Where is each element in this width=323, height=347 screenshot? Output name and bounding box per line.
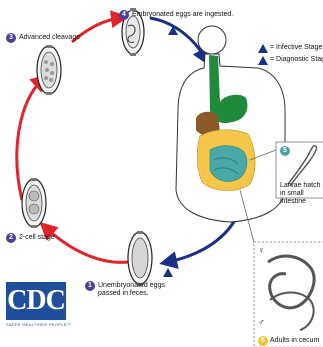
diagnostic-stage-marker [163,268,173,277]
egg-unembryonated [128,231,152,286]
stage-badge-6: 6 [258,336,268,346]
stage-label-1: Unembryonated eggs passed in feces. [98,282,168,298]
stage-label-3: Advanced cleavage [19,34,80,42]
arrow-4-to-host [150,18,205,58]
cdc-tagline: SAFER·HEALTHIER·PEOPLE™ [6,322,66,327]
adults-inset [254,242,323,347]
male-symbol: ♂ [258,318,265,326]
stage-label-5: Larvae hatch in small intestine [280,182,323,206]
cdc-logo: CDC SAFER·HEALTHIER·PEOPLE™ [6,282,66,330]
arrow-1-to-2 [46,228,128,262]
legend-diagnostic-label: = Diagnostic Stage [270,56,323,64]
stage-badge-5: 5 [280,146,290,156]
stage-label-2: 2-cell stage [19,234,55,242]
egg-advanced-cleavage [37,45,61,95]
stage-label-6: Adults in cecum [270,337,319,345]
diagnostic-stage-icon [258,56,268,65]
legend-infective-label: = Infective Stage [270,44,322,52]
stage-badge-4: 4 [119,10,129,20]
stage-badge-2: 2 [6,233,16,243]
stage-badge-3: 3 [6,33,16,43]
cdc-logo-mark: CDC [6,282,66,320]
stage-badge-1: 1 [85,281,95,291]
egg-2-cell [22,178,46,228]
stage-label-4: Embryonated eggs are ingested. [132,11,233,19]
human-host [176,26,285,222]
infective-stage-marker [168,26,178,35]
infective-stage-icon [258,44,268,53]
female-symbol: ♀ [258,246,265,254]
